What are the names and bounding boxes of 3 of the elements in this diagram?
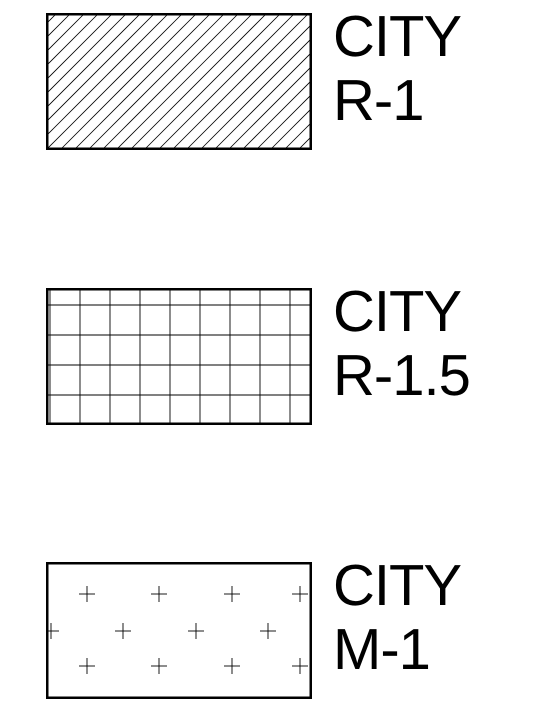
legend-label: CITY R-1.5 [333, 280, 471, 408]
legend-label: CITY R-1 [333, 5, 462, 133]
legend-label: CITY M-1 [333, 554, 462, 682]
